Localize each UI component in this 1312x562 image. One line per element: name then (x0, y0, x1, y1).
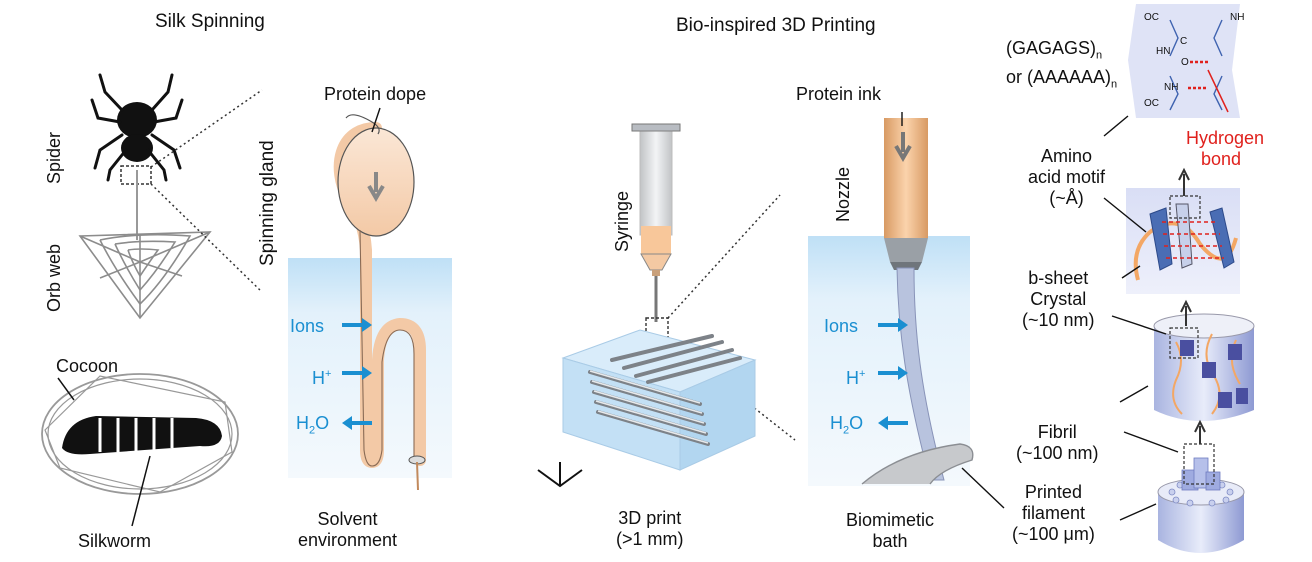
leader-line (961, 467, 1005, 509)
bio-printing-heading: Bio-inspired 3D Printing (676, 15, 876, 36)
silkworm-illustration (62, 416, 222, 455)
protein-dope-label: Protein dope (324, 84, 427, 104)
water-label: H2O (296, 413, 330, 437)
spinning-gland-label: Spinning gland (257, 140, 278, 266)
beta-sheet-panel (1126, 167, 1240, 294)
nh-top-label: NH (1230, 12, 1245, 23)
carbon-label: C (1180, 36, 1188, 47)
3d-print-label: 3D print(>1 mm) (616, 508, 684, 549)
silkworm-label: Silkworm (78, 531, 152, 551)
water-label-print: H2O (830, 413, 864, 437)
print-axes-icon (537, 462, 583, 488)
syringe-illustration (631, 123, 681, 322)
ions-label-print: Ions (824, 316, 859, 336)
protein-ink-label: Protein ink (796, 84, 882, 104)
oxygen-label: O (1181, 57, 1189, 68)
leader-line (1111, 315, 1167, 335)
gland-duct-outline (359, 229, 415, 467)
leader-line (1119, 503, 1157, 521)
zoom-line (667, 194, 781, 319)
leader-line (1119, 385, 1149, 403)
h-plus-label-print: H+ (846, 368, 866, 388)
silk-spinning-heading: Silk Spinning (155, 11, 265, 32)
h-plus-arrow (342, 366, 372, 380)
leader-line (1121, 265, 1141, 279)
zoom-line (150, 183, 263, 293)
printed-filament-cylinder (1157, 419, 1245, 553)
leader-line (57, 377, 75, 401)
syringe-label: Syringe (612, 190, 632, 252)
spider-illustration (90, 73, 184, 182)
hn-label: HN (1156, 46, 1171, 57)
zoom-line (150, 89, 263, 168)
orb-web-label: Orb web (44, 243, 64, 312)
h-plus-label: H+ (312, 368, 332, 388)
nozzle-label: Nozzle (833, 166, 853, 222)
hydrogen-bond-label: Hydrogen bond (1186, 128, 1265, 169)
ions-label: Ions (290, 316, 325, 336)
leader-line (1207, 69, 1229, 113)
oc-bottom-label: OC (1144, 98, 1159, 109)
orb-web-illustration (78, 231, 212, 320)
motif-sequence-label: (GAGAGS)n or (AAAAAA)n (1006, 38, 1118, 91)
cocoon-label: Cocoon (56, 356, 119, 376)
printed-filament (896, 267, 945, 481)
leader-line (371, 107, 381, 133)
leader-line (1103, 197, 1147, 233)
crystal-fibril-cylinder (1153, 299, 1255, 421)
protein-dope-tail (345, 114, 380, 135)
deposited-filament-coil (861, 443, 974, 485)
h2o-arrow (878, 416, 908, 430)
nozzle-illustration (884, 118, 928, 270)
leader-line (1123, 431, 1179, 453)
leader-line (1103, 115, 1129, 137)
fibril-label: Fibril(~100 nm) (1016, 422, 1099, 463)
ions-arrow (878, 318, 908, 332)
nh-bottom-label: NH (1164, 82, 1179, 93)
biomimetic-bath-water (808, 236, 970, 486)
printing-bath-cube (561, 329, 757, 471)
leader-line (131, 455, 151, 527)
h-plus-arrow (878, 366, 908, 380)
printed-lattice-highlight (589, 370, 709, 444)
oc-top-label: OC (1144, 12, 1159, 23)
flow-arrow (367, 172, 385, 202)
silk-fibre (416, 461, 419, 491)
h2o-arrow (342, 416, 372, 430)
ions-arrow (342, 318, 372, 332)
printed-lattice (588, 334, 742, 446)
flow-arrow (894, 132, 912, 162)
spider-label: Spider (44, 131, 64, 184)
amino-acid-motif-panel (1128, 4, 1240, 118)
